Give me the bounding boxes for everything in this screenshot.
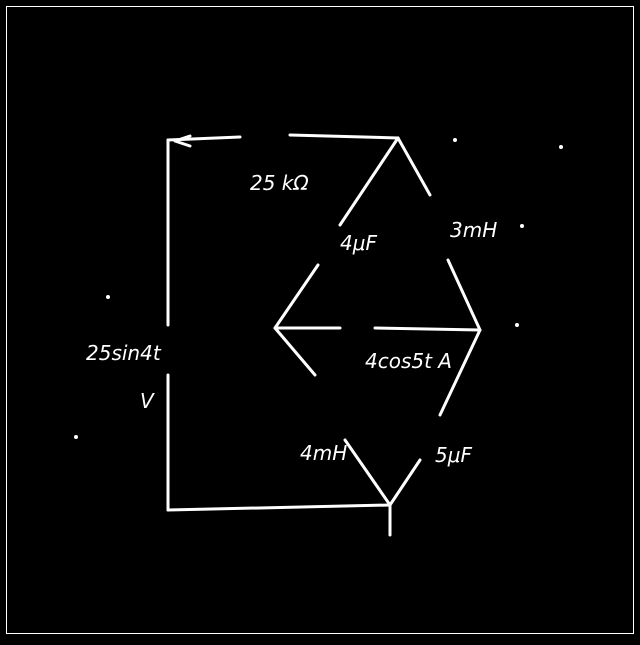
- speck: [559, 145, 563, 149]
- bottom-right-capacitor-label: 5μF: [435, 443, 472, 467]
- source-label: 25sin4t: [86, 341, 162, 365]
- image-border: [6, 6, 634, 634]
- source-unit-label: V: [140, 389, 155, 413]
- top-left-branch: [273, 136, 400, 330]
- top-left-capacitor-label: 4μF: [340, 231, 377, 255]
- top-right-inductor-label: 3mH: [450, 218, 497, 242]
- bottom-left-branch: [273, 326, 392, 507]
- current-source-label: 4cos5t A: [365, 349, 452, 373]
- top-right-branch: [396, 136, 482, 332]
- speck: [453, 138, 457, 142]
- middle-right-wire: [373, 326, 482, 332]
- bottom-wire: [166, 503, 392, 512]
- speck: [74, 435, 78, 439]
- speck: [520, 224, 524, 228]
- bottom-left-inductor-label: 4mH: [300, 441, 347, 465]
- speck: [515, 323, 519, 327]
- resistor-label: 25 kΩ: [250, 171, 309, 195]
- current-arrow-top: [173, 134, 192, 148]
- speck: [106, 295, 110, 299]
- bottom-right-branch: [388, 328, 482, 507]
